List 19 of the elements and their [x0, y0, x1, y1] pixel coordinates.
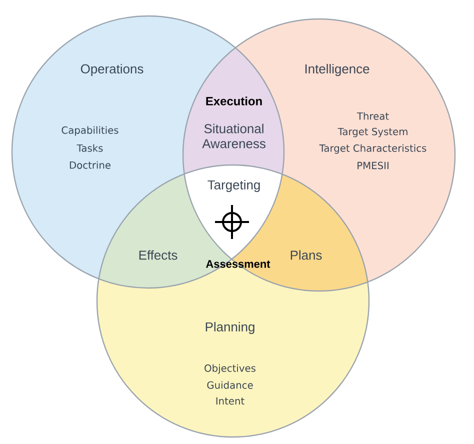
region-label: Situational Awareness [202, 124, 266, 148]
region-label: Targeting [208, 180, 260, 192]
list-item: Intent [216, 397, 244, 405]
region-label: Plans [290, 250, 322, 260]
region-label: Assessment [206, 260, 270, 268]
list-item: Target System [338, 128, 408, 138]
region-label: Effects [139, 250, 178, 260]
circle-heading: Operations [80, 64, 144, 76]
list-item: Tasks [76, 144, 103, 152]
list-item: Capabilities [62, 126, 118, 136]
list-item: Guidance [207, 381, 253, 389]
list-item: PMESII [358, 162, 388, 170]
circle-heading: Intelligence [305, 64, 370, 76]
list-item: Threat [356, 112, 389, 120]
list-item: Objectives [204, 364, 256, 374]
region-label: Execution [206, 96, 262, 106]
list-item: Doctrine [70, 161, 110, 169]
list-item: Target Characteristics [319, 144, 426, 154]
circle-heading: Planning [206, 322, 254, 334]
